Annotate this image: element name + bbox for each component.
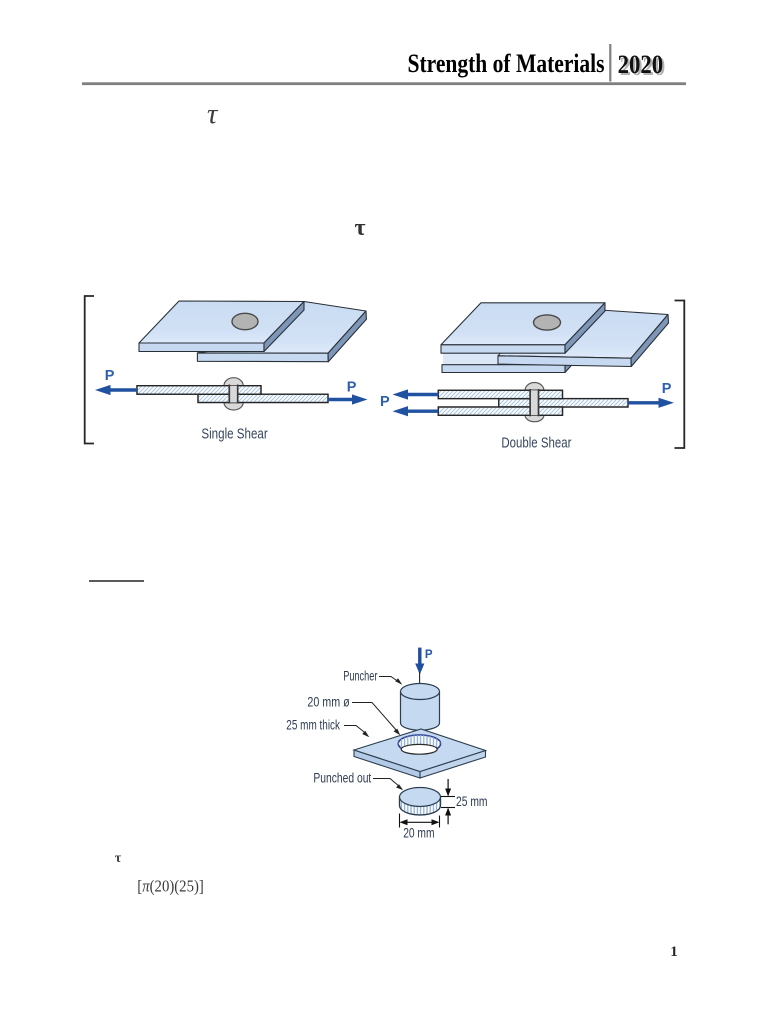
svg-text:τ: τ — [207, 98, 219, 130]
svg-text:[π(20)(25)]: [π(20)(25)] — [137, 877, 203, 896]
svg-text:P: P — [380, 394, 390, 410]
svg-text:25 mm: 25 mm — [456, 794, 488, 809]
svg-text:P: P — [662, 381, 672, 397]
svg-text:τ: τ — [355, 215, 366, 241]
svg-text:1: 1 — [670, 944, 678, 960]
svg-text:Single Shear: Single Shear — [201, 426, 267, 442]
svg-text:P: P — [425, 649, 433, 661]
svg-text:τ: τ — [115, 851, 122, 866]
svg-text:20 mm: 20 mm — [403, 825, 434, 840]
svg-text:Strength of Materials: Strength of Materials — [408, 49, 605, 78]
svg-text:2020: 2020 — [620, 52, 666, 81]
svg-text:20 mm ø: 20 mm ø — [307, 695, 349, 710]
svg-text:P: P — [347, 379, 357, 395]
svg-text:Double Shear: Double Shear — [501, 436, 571, 452]
svg-text:Puncher: Puncher — [343, 669, 378, 684]
svg-text:25 mm thick: 25 mm thick — [286, 717, 340, 732]
svg-text:2020: 2020 — [618, 50, 664, 79]
svg-text:P: P — [105, 368, 115, 384]
svg-text:Punched out: Punched out — [313, 771, 371, 786]
